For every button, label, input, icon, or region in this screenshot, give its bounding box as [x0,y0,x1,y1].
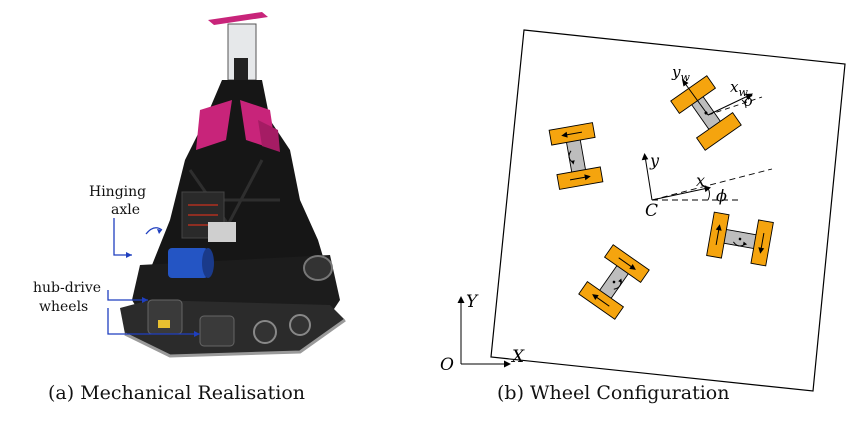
caster-wheel [253,320,277,344]
hub-drive-pointer-2 [107,308,200,335]
caption-mechanical-realisation: (a) Mechanical Realisation [48,382,305,404]
delta-arc [741,99,747,109]
body-axes [641,153,773,201]
wheel-module-bottom-right [706,211,774,267]
pink-panel-left [196,100,232,150]
wheel-module-top-left [548,122,604,190]
hub-drive-pointer-1 [107,290,148,301]
phi-arc [707,187,710,201]
hub-drive-wheel-left [147,299,183,335]
hinge-rotation-arrow [145,227,163,235]
body-x-label: x [696,171,705,190]
delta-label: δ [744,92,753,110]
wheel-top-right-b [695,112,742,151]
wheel-module-bottom-left [578,244,650,320]
blue-motor [168,248,208,278]
world-x-label: X [510,347,525,367]
robot-illustration [120,12,346,358]
center-label: C [645,201,658,221]
phi-label: ϕ [716,186,727,205]
caption-wheel-configuration: (b) Wheel Configuration [497,382,730,404]
wheel-xw-label: xw [730,78,748,99]
hinging-axle-pointer [113,218,132,256]
hinging-axle-label-line1: Hinging [89,184,146,200]
body-frame [490,29,846,392]
world-origin-label: O [440,355,454,375]
world-y-label: Y [466,292,479,312]
world-frame [457,296,511,368]
hub-drive-label-line1: hub-drive [33,280,101,296]
tower-body [150,80,330,300]
top-plate [208,12,268,25]
hub-drive-label-line2: wheels [39,299,88,315]
hinging-axle-label-line2: axle [111,202,140,218]
hub-drive-wheel-right [199,315,235,347]
body-y-label: y [649,151,660,170]
wheel-local-frame [682,79,763,116]
wheel-yw-label: yw [671,63,690,84]
